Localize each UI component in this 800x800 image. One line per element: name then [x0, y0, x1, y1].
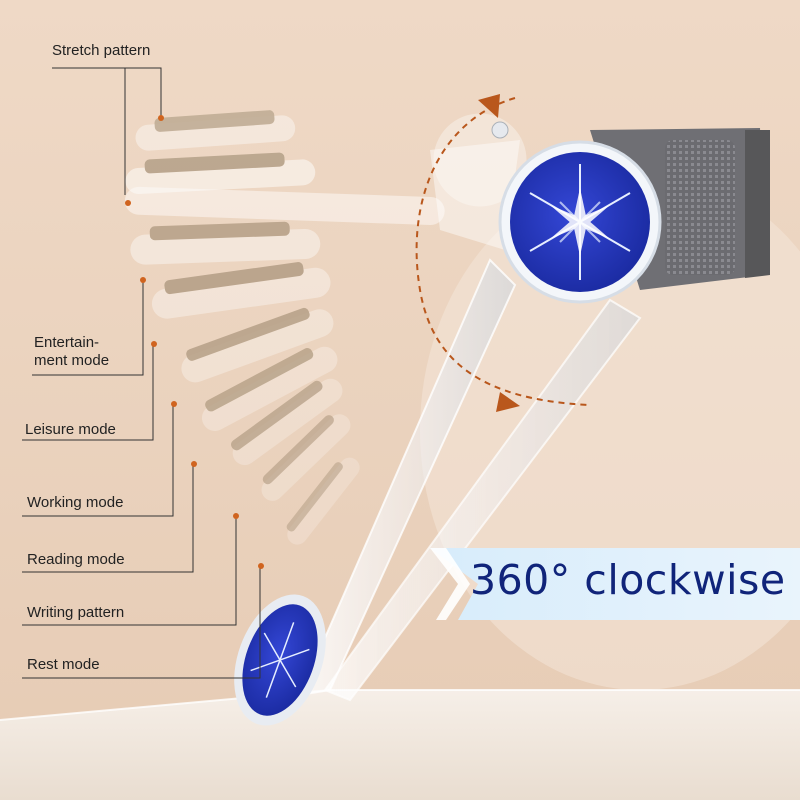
clockwise-arrow-icon: [415, 94, 591, 412]
motion-ghosts: [124, 110, 445, 545]
label-reading-mode: Reading mode: [27, 551, 125, 568]
label-entertainment-mode-line2: ment mode: [34, 352, 110, 369]
hinge-screw: [491, 121, 509, 139]
label-leisure-mode: Leisure mode: [25, 421, 116, 438]
label-writing-pattern: Writing pattern: [27, 604, 125, 621]
label-entertainment-mode-line1: Entertain-: [34, 334, 100, 351]
foot-disc-icon: [234, 594, 326, 726]
stand-legs: [298, 140, 642, 702]
leader-lines: [22, 67, 261, 679]
strap-mesh: [665, 140, 735, 275]
banner-text: 360° clockwise: [470, 556, 786, 604]
banner-background: [430, 548, 800, 620]
leader-dots: [125, 115, 264, 569]
label-stretch-pattern: Stretch pattern: [52, 42, 151, 59]
label-working-mode: Working mode: [27, 494, 124, 511]
snowflake-emblem-icon: [498, 140, 662, 304]
table-surface: [0, 690, 800, 800]
label-rest-mode: Rest mode: [27, 656, 100, 673]
